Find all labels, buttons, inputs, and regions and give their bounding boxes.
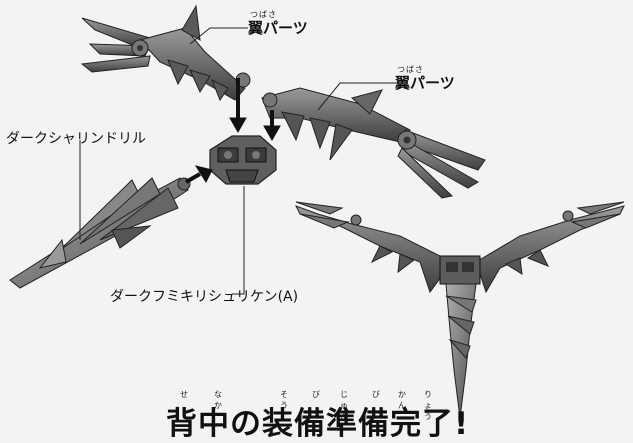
assembly-arrows: [185, 78, 281, 184]
shuriken-part: [209, 135, 277, 185]
wing-right-label: 翼パーツ: [395, 74, 455, 92]
assembled-figure: [294, 201, 625, 419]
upper-wing-part: [80, 4, 251, 102]
wing-upper-ruby: つばさ: [250, 10, 277, 19]
shuriken-label: ダークフミキリシュリケン(A): [110, 289, 299, 305]
right-wing-part: [261, 87, 486, 199]
caption-text: 背中の装備準備完了!: [166, 406, 470, 442]
drill-part: [9, 177, 191, 289]
wing-upper-label: 翼パーツ: [248, 19, 308, 37]
wing-right-ruby: つばさ: [397, 65, 424, 74]
drill-label: ダークシャリンドリル: [6, 131, 146, 147]
leader-lines: [79, 27, 398, 295]
